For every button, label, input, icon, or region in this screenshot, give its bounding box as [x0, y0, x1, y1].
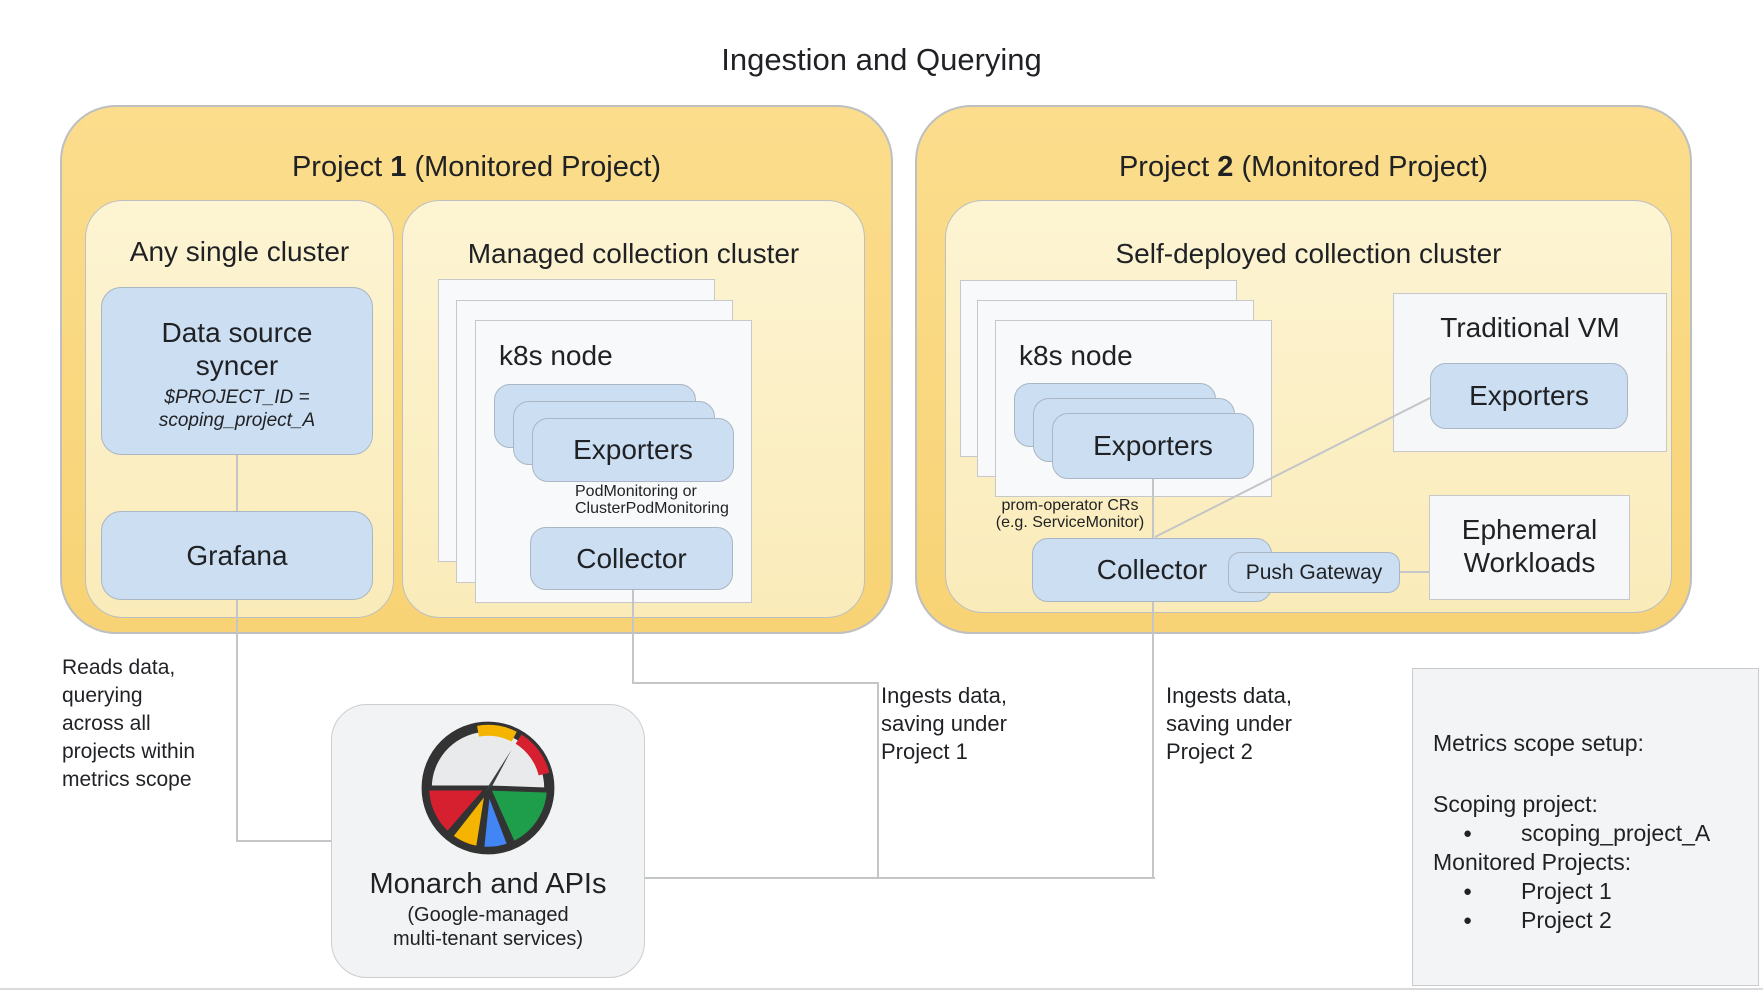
project1-title: Project 1 (Monitored Project) [60, 151, 893, 184]
monitored-projects-label: Monitored Projects: [1433, 849, 1632, 875]
project1-exporters-card: Exporters [532, 418, 734, 482]
data-source-syncer-box: Data source syncer $PROJECT_ID = scoping… [101, 287, 373, 455]
project1-title-suffix: (Monitored Project) [414, 151, 662, 183]
scoping-project-label: Scoping project: [1433, 791, 1598, 817]
grafana-label: Grafana [186, 539, 288, 571]
bottom-divider [0, 988, 1763, 990]
reads-data-line4: projects within [62, 740, 196, 763]
ephemeral-workloads-box: Ephemeral Workloads [1429, 495, 1630, 600]
project2-title-number: 2 [1217, 151, 1234, 183]
project2-title: Project 2 (Monitored Project) [915, 151, 1692, 184]
reads-data-annotation: Reads data, querying across all projects… [62, 654, 262, 794]
project1-k8s-node-label: k8s node [499, 340, 613, 371]
data-source-syncer-param-line2: scoping_project_A [158, 410, 316, 431]
project2-exporters-label: Exporters [1093, 430, 1213, 461]
data-source-syncer-name-line1: Data source [161, 317, 313, 348]
traditional-vm-exporters-box: Exporters [1430, 363, 1628, 429]
metrics-scope-title: Metrics scope setup: [1433, 730, 1644, 756]
ephemeral-workloads-line2: Workloads [1463, 547, 1596, 578]
ingests-project1-line3: Project 1 [881, 739, 968, 764]
prom-operator-note-line1: prom-operator CRs [1001, 497, 1139, 514]
data-source-syncer-name-line2: syncer [195, 350, 279, 381]
monarch-gauge-icon [415, 721, 561, 865]
managed-cluster-label: Managed collection cluster [467, 238, 800, 269]
prom-operator-note-line2: (e.g. ServiceMonitor) [995, 514, 1145, 531]
grafana-box: Grafana [101, 511, 373, 600]
data-source-syncer-param-line1: $PROJECT_ID = [164, 387, 310, 408]
project1-collector-label: Collector [576, 542, 687, 574]
project1-exporters-label: Exporters [573, 434, 693, 465]
project1-title-number: 1 [390, 151, 407, 183]
monarch-box: Monarch and APIs (Google-managed multi-t… [331, 704, 645, 978]
monarch-subtitle-line2: multi-tenant services) [392, 928, 584, 950]
reads-data-line2: querying [62, 684, 143, 707]
reads-data-line1: Reads data, [62, 656, 176, 679]
bullet-icon: ● [1463, 912, 1473, 929]
project1-title-prefix: Project [291, 151, 383, 183]
ingests-project1-line1: Ingests data, [881, 683, 1007, 708]
push-gateway-label: Push Gateway [1245, 560, 1383, 584]
page-title: Ingestion and Querying [721, 42, 1042, 77]
project2-collector-label: Collector [1096, 554, 1208, 585]
project2-exporters-card: Exporters [1052, 413, 1254, 479]
project1-collector-box: Collector [530, 527, 733, 590]
bullet-icon: ● [1463, 825, 1473, 842]
project2-title-prefix: Project [1118, 151, 1210, 183]
bullet-icon: ● [1463, 883, 1473, 900]
ingests-project2-line1: Ingests data, [1166, 683, 1292, 708]
project2-title-suffix: (Monitored Project) [1241, 151, 1489, 183]
ingests-project1-line2: saving under [881, 711, 1007, 736]
monarch-title: Monarch and APIs [369, 868, 607, 900]
reads-data-line5: metrics scope [62, 768, 192, 791]
push-gateway-box: Push Gateway [1228, 552, 1400, 593]
reads-data-line3: across all [62, 712, 151, 735]
monitored-project-item-2-text: Project 2 [1521, 907, 1612, 933]
ingests-project1-annotation: Ingests data, saving under Project 1 [881, 682, 1041, 766]
monarch-subtitle-line1: (Google-managed [407, 904, 569, 926]
self-deployed-cluster-label: Self-deployed collection cluster [1115, 238, 1502, 269]
traditional-vm-exporters-label: Exporters [1469, 380, 1589, 411]
project2-k8s-node-label: k8s node [1019, 340, 1133, 371]
pod-monitoring-note: PodMonitoring or ClusterPodMonitoring [575, 483, 755, 517]
scoping-project-item: ● scoping_project_A [1433, 819, 1758, 848]
any-single-cluster-label: Any single cluster [129, 236, 350, 267]
prom-operator-note: prom-operator CRs (e.g. ServiceMonitor) [980, 497, 1160, 531]
monitored-project-item-1-text: Project 1 [1521, 878, 1612, 904]
project2-collector-box: Collector [1032, 538, 1272, 602]
traditional-vm-label: Traditional VM [1440, 312, 1620, 343]
ephemeral-workloads-line1: Ephemeral [1461, 514, 1598, 545]
ingests-project2-line3: Project 2 [1166, 739, 1253, 764]
scoping-project-item-text: scoping_project_A [1521, 820, 1711, 846]
pod-monitoring-note-line2: ClusterPodMonitoring [575, 500, 729, 517]
metrics-scope-box: Metrics scope setup: Scoping project: ● … [1412, 668, 1759, 986]
pod-monitoring-note-line1: PodMonitoring or [575, 483, 697, 500]
ingests-project2-annotation: Ingests data, saving under Project 2 [1166, 682, 1326, 766]
ingests-project2-line2: saving under [1166, 711, 1292, 736]
monitored-project-item-2: ● Project 2 [1433, 906, 1758, 935]
monitored-project-item-1: ● Project 1 [1433, 877, 1758, 906]
